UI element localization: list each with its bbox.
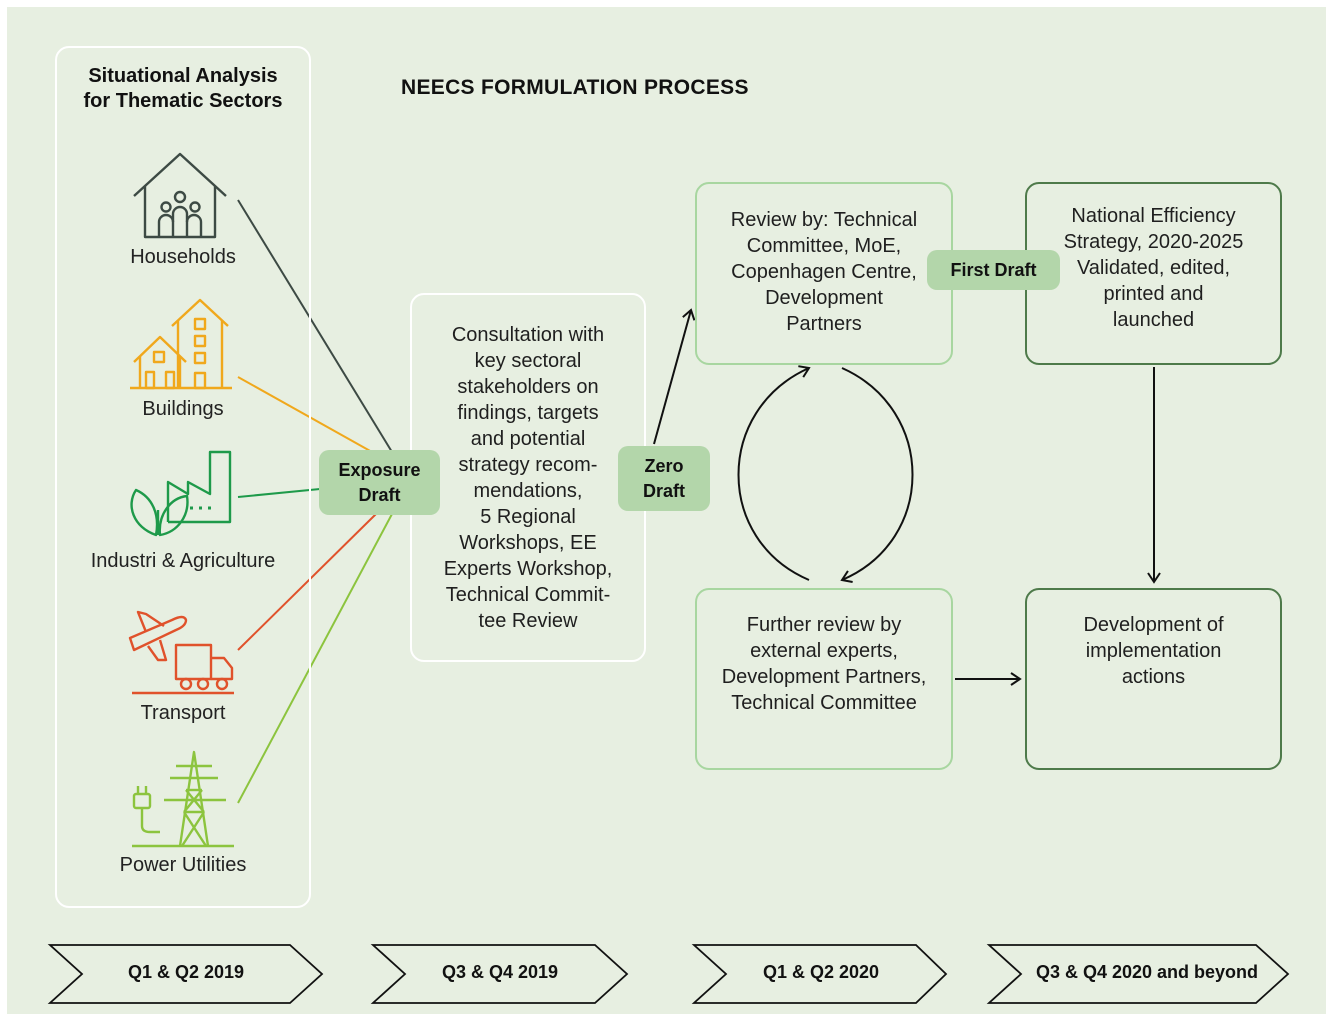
consultation-line: and potential [470, 428, 586, 450]
consultation-line: 5 Regional [480, 506, 576, 528]
review-line: Committee, MoE, [746, 235, 902, 257]
timeline-label-4: Q3 & Q4 2020 and beyond [1035, 962, 1259, 982]
implementation-actions-box: Development of implementation actions [1025, 588, 1282, 770]
further-review-box: Further review by external experts, Deve… [695, 588, 953, 770]
review-line: Partners [786, 313, 862, 335]
industry-connector [237, 488, 321, 498]
sector-label-power: Power Utilities [119, 854, 247, 876]
house-icon [133, 152, 227, 239]
consultation-line: Technical Commit- [445, 584, 611, 606]
situational-analysis-panel [55, 46, 311, 908]
review-line: Development [765, 287, 883, 309]
consultation-line: strategy recom- [458, 454, 598, 476]
cycle-down-arrow [840, 367, 914, 583]
households-connector [237, 199, 393, 453]
national-line: National Efficiency [1071, 205, 1236, 227]
consultation-line: findings, targets [457, 402, 599, 424]
zero-draft-line: Zero [644, 455, 684, 476]
timeline-label-3: Q1 & Q2 2020 [762, 962, 880, 982]
timeline-chevron-2 [370, 944, 629, 1004]
national-line: launched [1112, 309, 1195, 331]
consultation-line: Workshops, EE [459, 532, 597, 554]
consultation-line: key sectoral [474, 350, 582, 372]
factory-plant-icon [130, 450, 232, 537]
consultation-box: Consultation with key sectoral stakehold… [410, 293, 646, 662]
consultation-line: Consultation with [451, 324, 605, 346]
timeline-chevron-4 [986, 944, 1290, 1004]
national-line: Validated, edited, [1076, 257, 1231, 279]
timeline-chevron-3 [691, 944, 948, 1004]
consultation-line: stakeholders on [457, 376, 599, 398]
panel-title-line-2: for Thematic Sectors [83, 90, 283, 112]
development-line: Development of [1083, 614, 1224, 636]
national-line: printed and [1103, 283, 1204, 305]
development-line: implementation [1085, 640, 1222, 662]
power-tower-icon [132, 750, 234, 848]
exposure-draft-line: Draft [358, 484, 401, 505]
buildings-connector [237, 376, 373, 453]
further-review-line: Technical Committee [731, 692, 917, 714]
plane-truck-icon [128, 610, 234, 695]
sector-label-transport: Transport [140, 702, 226, 724]
review-line: Review by: Technical [730, 209, 918, 231]
zero-to-review-arrow [653, 308, 696, 445]
diagram-title: NEECS FORMULATION PROCESS [401, 76, 749, 99]
national-strategy-box: National Efficiency Strategy, 2020-2025 … [1025, 182, 1282, 365]
panel-title: Situational Analysis for Thematic Sector… [55, 64, 311, 114]
cycle-up-arrow [737, 365, 811, 581]
buildings-icon [130, 298, 232, 390]
first-draft-pill: First Draft [927, 250, 1060, 290]
exposure-draft-line: Exposure [338, 459, 421, 480]
development-line: actions [1121, 666, 1186, 688]
sector-label-households: Households [130, 246, 236, 268]
timeline-chevron-1 [47, 944, 324, 1004]
further-review-line: Further review by [746, 614, 902, 636]
timeline-label-1: Q1 & Q2 2019 [127, 962, 245, 982]
consultation-line: Experts Workshop, [443, 558, 613, 580]
technical-review-box: Review by: Technical Committee, MoE, Cop… [695, 182, 953, 365]
timeline-label-2: Q3 & Q4 2019 [441, 962, 559, 982]
exposure-draft-pill: Exposure Draft [319, 450, 440, 515]
consultation-line: tee Review [478, 610, 578, 632]
sector-label-buildings: Buildings [142, 398, 224, 420]
review-line: Copenhagen Centre, [731, 261, 917, 283]
zero-draft-line: Draft [642, 480, 685, 501]
power-connector [237, 513, 393, 804]
panel-title-line-1: Situational Analysis [88, 65, 278, 87]
national-line: Strategy, 2020-2025 [1063, 231, 1244, 253]
sector-label-industry: Industri & Agriculture [90, 550, 276, 572]
transport-connector [237, 513, 377, 651]
further-review-line: Development Partners, [721, 666, 927, 688]
zero-draft-pill: Zero Draft [618, 446, 710, 511]
consultation-line: mendations, [473, 480, 583, 502]
further-review-line: external experts, [750, 640, 898, 662]
